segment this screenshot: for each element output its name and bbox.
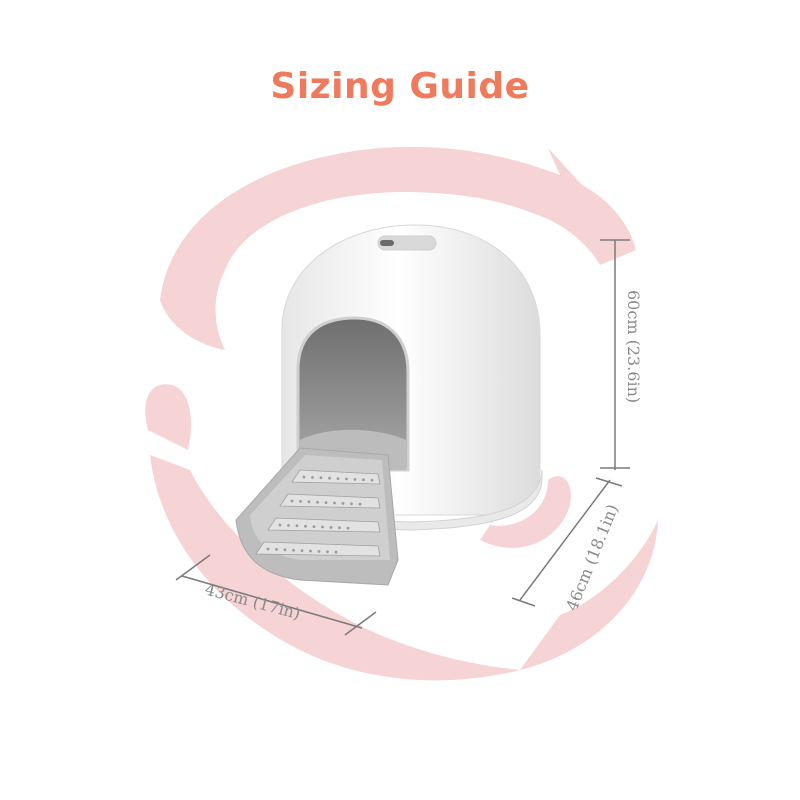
step-ridge-dot — [321, 525, 324, 529]
width-dimension-cap-right — [344, 611, 377, 636]
step-ridge-dot — [334, 550, 338, 554]
step-ridge-dot — [353, 478, 357, 481]
step-ridge-dot — [370, 478, 374, 482]
depth-dimension-cap-bottom — [511, 597, 536, 607]
step-ridge — [279, 493, 381, 509]
depth-dimension-line — [519, 479, 611, 601]
step-ridge-dot — [317, 550, 321, 553]
dimension-lines — [175, 239, 630, 636]
step-ridge-dot — [346, 526, 350, 530]
cat-lower-left — [150, 455, 520, 681]
step-ridge — [267, 517, 381, 533]
step-ridge-dot — [319, 476, 323, 480]
step-ridge — [255, 541, 381, 557]
step-ridge-dot — [283, 548, 287, 552]
step-ridge-dot — [309, 549, 312, 553]
height-dimension-label: 60cm (23.6in) — [624, 290, 643, 403]
step-ridge-dot — [316, 500, 319, 504]
step-ridge-dot — [341, 502, 345, 505]
cat-upper-body — [160, 146, 636, 350]
depth-dimension-cap-top — [595, 477, 623, 487]
step-ridge-dot — [333, 501, 336, 505]
cat-lower-right — [520, 520, 658, 670]
step-ridge-dot — [290, 499, 294, 503]
step-ridge-dot — [307, 500, 311, 504]
step-ridge-dot — [358, 502, 362, 506]
step-ridge-dot — [345, 477, 348, 481]
width-dimension-line — [181, 575, 363, 629]
cat-paw-left — [145, 384, 192, 450]
step-ridge-dot — [329, 526, 333, 529]
step-ridge-dot — [266, 547, 270, 551]
dome-top-handle — [377, 235, 437, 251]
step-ridge-dot — [311, 476, 314, 479]
step-ridge-dot — [287, 524, 290, 527]
depth-dimension-label: 46cm (18.1in) — [562, 502, 622, 614]
step-ridge-dot — [300, 549, 304, 552]
step-ridge-dot — [328, 476, 331, 480]
width-dimension-label: 43cm (17in) — [203, 580, 302, 624]
step-ridge-dot — [304, 524, 307, 528]
cat-tail-curl — [480, 476, 571, 548]
dome-top-handle-dark — [380, 240, 394, 246]
step-ridge-dot — [312, 525, 316, 528]
cat-silhouette-shape — [145, 146, 658, 681]
step-ridge-dot — [299, 500, 302, 503]
step-ridge — [291, 469, 381, 485]
width-dimension-cap-left — [175, 554, 211, 581]
page-title: Sizing Guide — [270, 66, 530, 107]
step-ridge-dot — [292, 548, 295, 552]
step-ridge-dot — [336, 477, 340, 480]
step-tray — [235, 447, 399, 586]
step-ridge-dot — [295, 524, 299, 528]
step-ridge-dot — [338, 526, 341, 530]
step-ridge-dot — [302, 475, 306, 479]
step-ridge-dot — [350, 502, 353, 506]
step-ridge-dot — [275, 548, 278, 551]
step-ridge-dot — [362, 478, 365, 482]
step-ridge-dot — [326, 550, 329, 554]
step-ridge-dot — [278, 523, 282, 527]
step-ridge-dot — [324, 501, 328, 504]
step-ridges — [255, 469, 381, 557]
